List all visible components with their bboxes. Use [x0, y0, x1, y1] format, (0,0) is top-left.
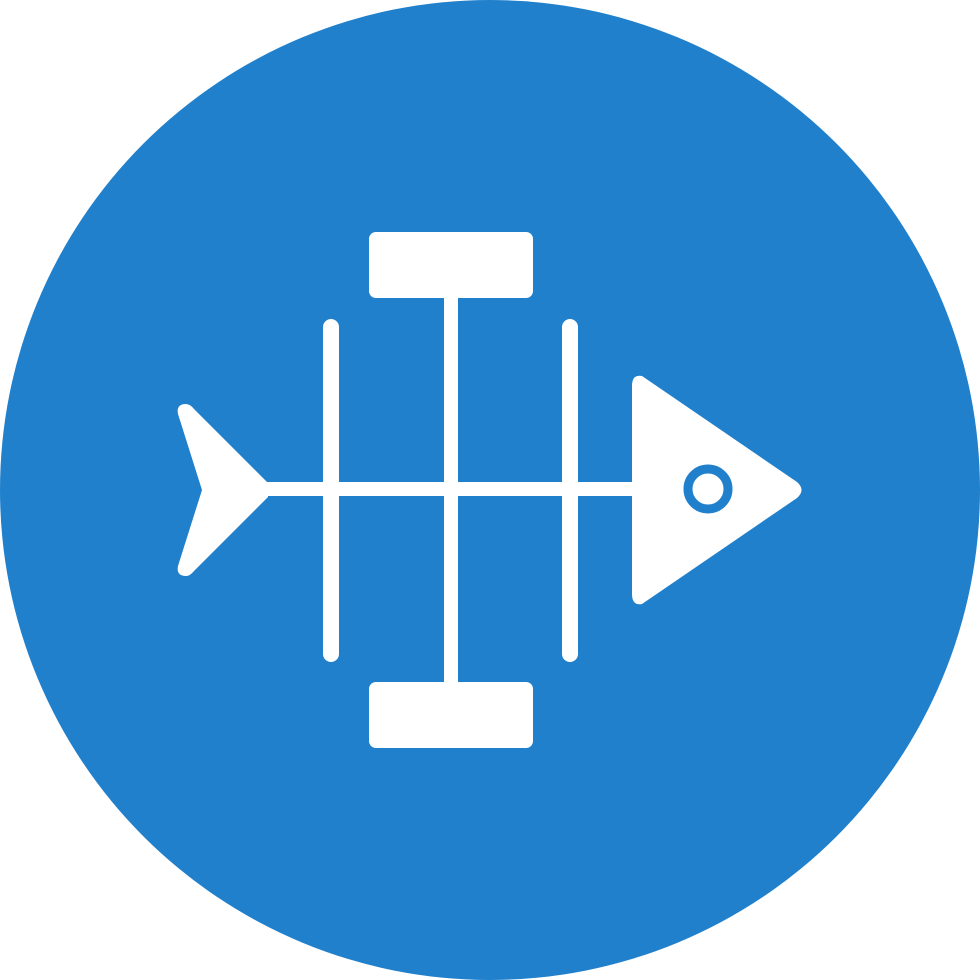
bottom-category-box: [369, 682, 533, 748]
fish-tail: [177, 404, 268, 576]
top-category-box: [369, 232, 533, 298]
fish-eye-icon: [683, 464, 733, 514]
fishbone-glyph: [177, 232, 802, 748]
fish-spine: [255, 482, 645, 496]
fish-head: [632, 375, 802, 605]
